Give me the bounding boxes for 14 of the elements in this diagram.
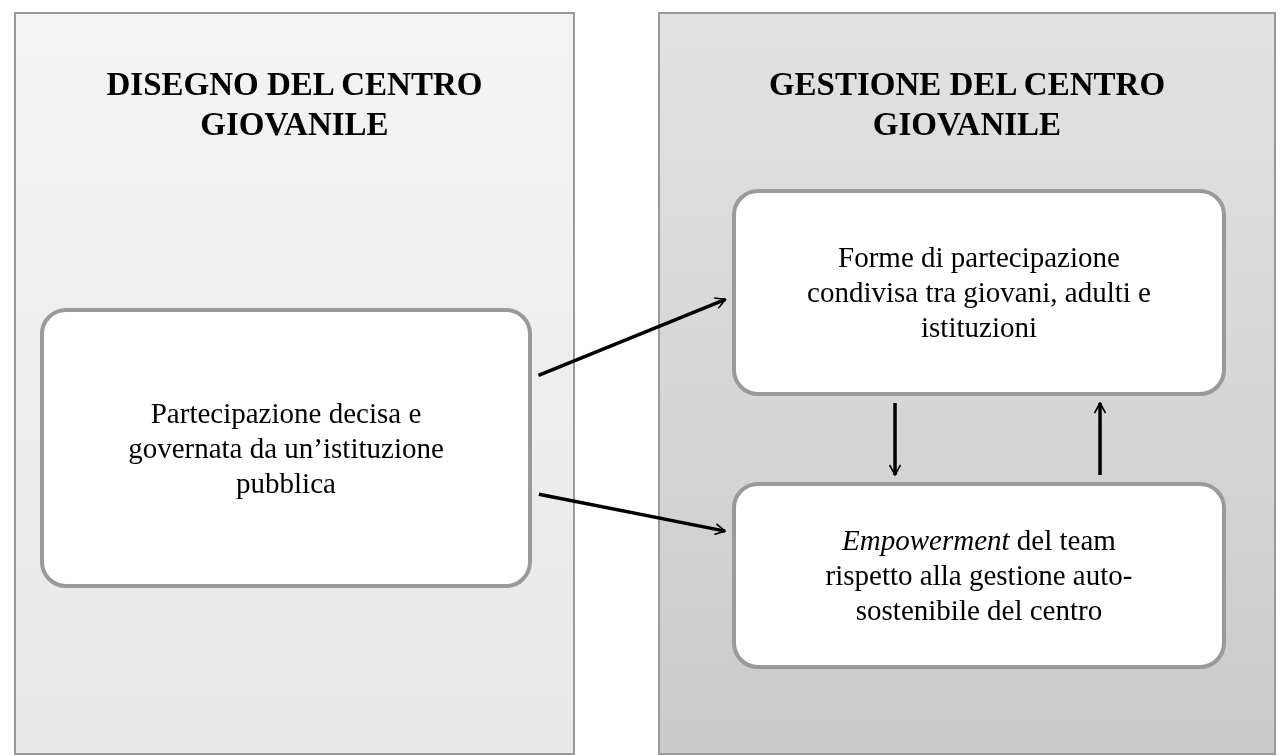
panel — [14, 12, 575, 755]
arrow — [1093, 402, 1107, 475]
box-text: Empowerment del team rispetto alla gestione auto-sostenibile del centro — [824, 523, 1134, 628]
rounded-box — [40, 308, 532, 588]
panel — [658, 12, 1276, 755]
rounded-box — [732, 482, 1226, 669]
arrow — [888, 403, 902, 476]
panel-heading: GESTIONE DEL CENTRO GIOVANILE — [767, 65, 1167, 144]
arrow — [538, 492, 726, 536]
arrow — [537, 297, 727, 377]
panel-heading: DISEGNO DEL CENTRO GIOVANILE — [105, 65, 484, 144]
rounded-box — [732, 189, 1226, 396]
box-text: Partecipazione decisa e governata da un’istituzione pubblica — [127, 395, 445, 501]
box-text: Forme di partecipazione condivisa tra giovani, adulti e istituzioni — [806, 240, 1152, 345]
